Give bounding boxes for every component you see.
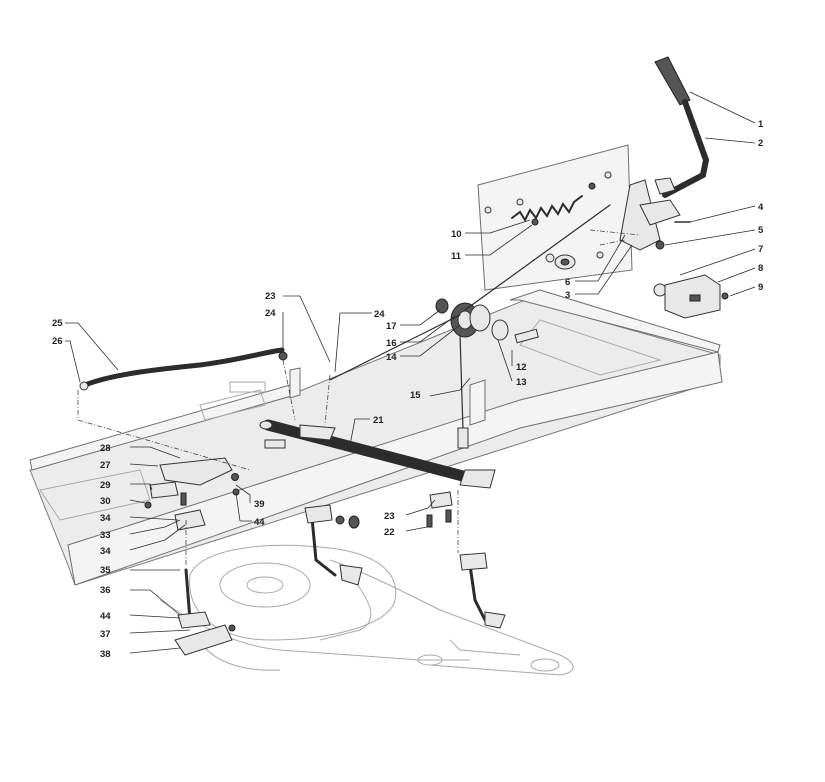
lift-shaft-21: [259, 419, 496, 489]
pulley-assembly: [435, 298, 539, 344]
callout-9: 9: [758, 282, 763, 293]
lift-cable: [329, 204, 611, 449]
callout-25: 23: [265, 291, 276, 302]
callout-16: 16: [386, 338, 397, 349]
mower-deck: [159, 544, 574, 676]
lever-bracket: [619, 179, 729, 319]
callout-3: 3: [565, 290, 570, 301]
callout-44-left: 44: [100, 611, 111, 622]
callout-4: 4: [758, 202, 764, 213]
callout-1: 1: [758, 119, 764, 130]
left-lift-bracket: [144, 457, 240, 531]
callout-44-center: 44: [254, 517, 265, 528]
mounting-plate: [477, 144, 633, 291]
left-drop-link: [174, 568, 236, 656]
spring-10: [511, 182, 596, 226]
lift-lever: [654, 56, 710, 198]
rod-27: [79, 347, 288, 391]
callout-11: 11: [451, 251, 462, 262]
callout-28: 26: [52, 336, 63, 347]
callout-23: 23: [384, 511, 395, 522]
callout-31: 29: [100, 480, 111, 491]
assembly-lines: [77, 229, 641, 565]
right-drop-link: [426, 491, 506, 629]
callout-5: 5: [758, 225, 764, 236]
callout-labels: 1 2 4 5 7 8 9 6 3 10 11 17 16 14 12 13 1…: [52, 119, 764, 660]
callout-7: 7: [758, 244, 763, 255]
callout-8: 8: [758, 263, 763, 274]
callout-32: 30: [100, 496, 111, 507]
callout-43: 39: [254, 499, 265, 510]
callout-21: 21: [373, 415, 384, 426]
callout-14: 14: [386, 352, 397, 363]
callout-35: 33: [100, 530, 111, 541]
callout-41: 38: [100, 649, 111, 660]
callout-38: 36: [100, 585, 111, 596]
callout-29: 27: [100, 460, 111, 471]
callout-2: 2: [758, 138, 763, 149]
callout-36: 34: [100, 513, 111, 524]
leader-lines: [65, 91, 756, 654]
callout-12: 12: [516, 362, 527, 373]
chassis-frame: [29, 289, 723, 586]
callout-27: 25: [52, 318, 63, 329]
callout-17: 17: [386, 321, 397, 332]
callout-10: 10: [451, 229, 462, 240]
callout-13: 13: [516, 377, 527, 388]
callout-30: 28: [100, 443, 111, 454]
callout-22: 22: [384, 527, 395, 538]
callout-24: 24: [374, 309, 385, 320]
callout-26: 24: [265, 308, 276, 319]
callout-34: 34: [100, 546, 111, 557]
callout-15: 15: [410, 390, 421, 401]
callout-39: 37: [100, 629, 111, 640]
callout-37: 35: [100, 565, 111, 576]
callout-6: 6: [565, 277, 570, 288]
middle-drop-link: [304, 504, 363, 586]
